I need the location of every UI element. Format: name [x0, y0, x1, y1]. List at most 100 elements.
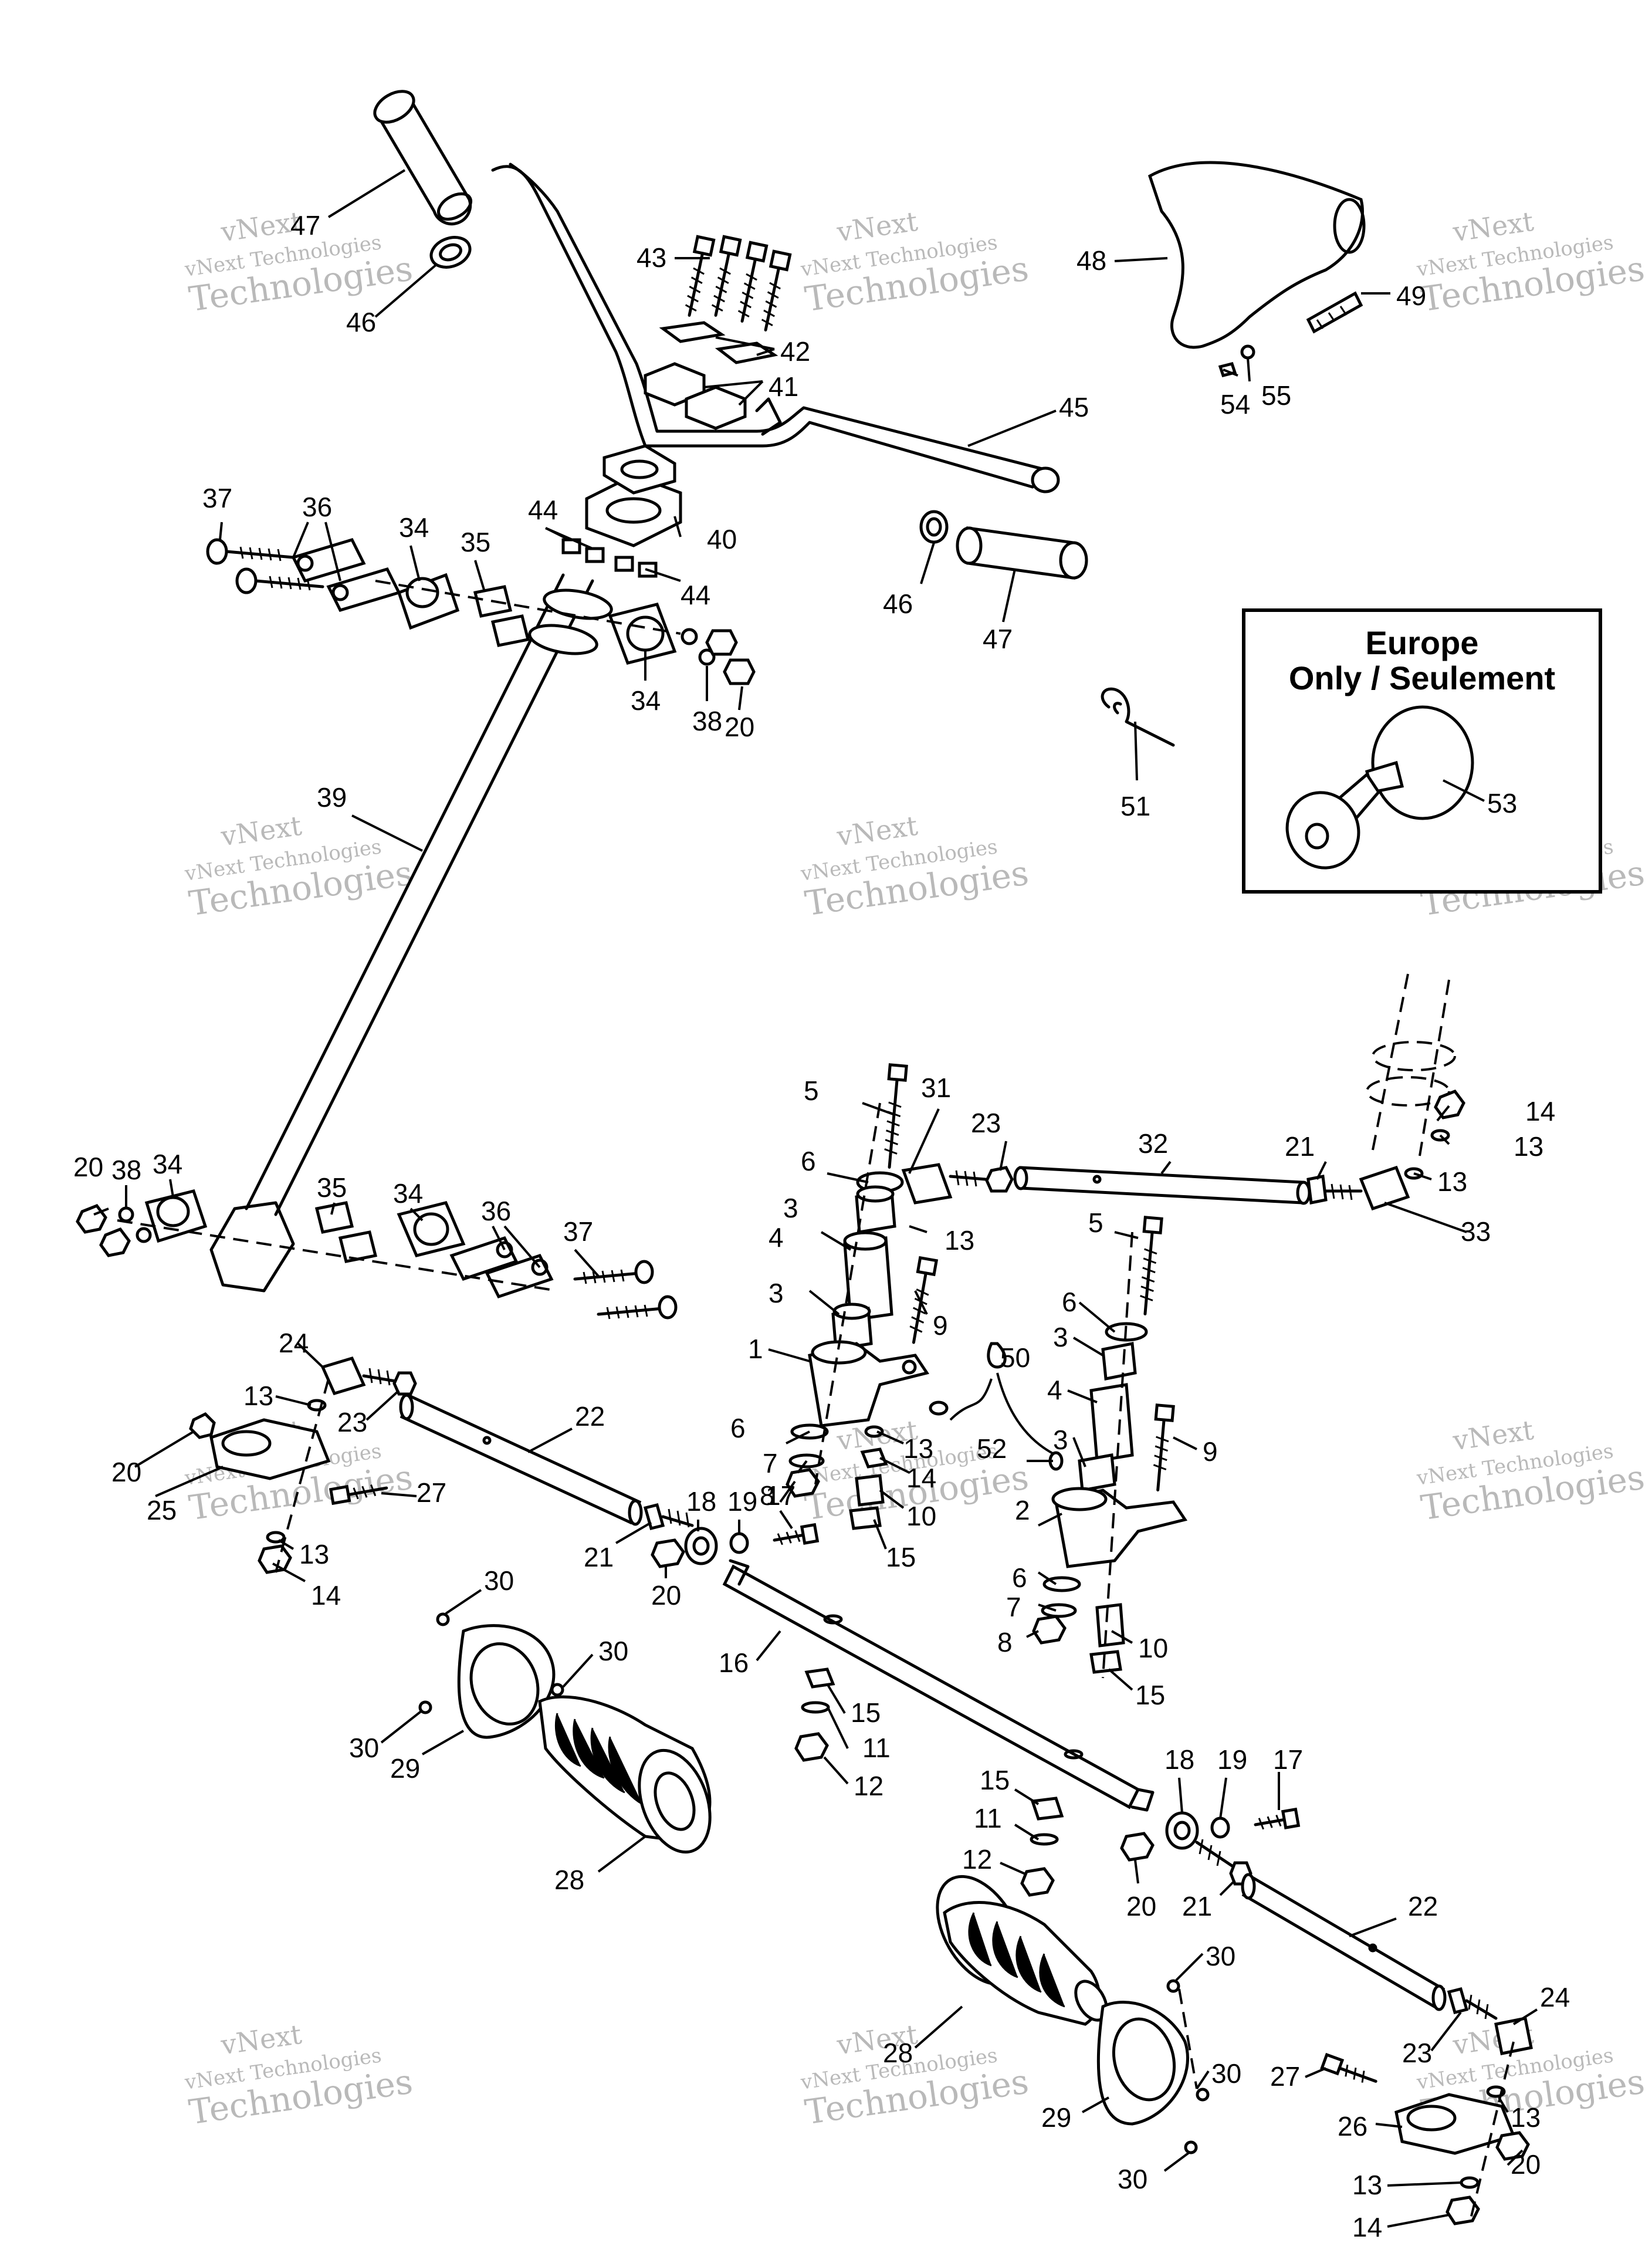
callout-label: 39	[317, 782, 347, 813]
steering-column-39	[209, 573, 613, 1293]
callout-label: 14	[906, 1463, 936, 1493]
callout-label: 16	[719, 1648, 749, 1678]
callout-label: 33	[1461, 1216, 1491, 1247]
clamp-bolts-43	[685, 235, 792, 331]
callout-label: 22	[575, 1401, 605, 1432]
callout-label: 19	[727, 1486, 757, 1517]
callout-label: 13	[1352, 2170, 1382, 2200]
callout-label: 21	[1182, 1891, 1212, 1922]
callout-label: 6	[730, 1413, 746, 1443]
callout-label: 13	[1511, 2102, 1541, 2133]
callout-label: 48	[1076, 245, 1106, 276]
callout-label: 21	[1285, 1131, 1315, 1162]
callout-label: 20	[1511, 2149, 1541, 2180]
callout-label: 35	[461, 527, 490, 557]
callout-label: 30	[349, 1733, 379, 1763]
callout-label: 6	[801, 1146, 816, 1176]
europe-inset: Europe Only / Seulement	[1242, 608, 1602, 894]
callout-label: 38	[111, 1155, 141, 1185]
watermarks: vNext vNext Technologies Technologies vN…	[183, 205, 1647, 2132]
callout-label: 49	[1396, 280, 1426, 311]
callout-label: 54	[1220, 389, 1250, 420]
callout-label: 27	[417, 1477, 446, 1508]
callout-label: 8	[760, 1480, 775, 1511]
boot-right	[936, 1875, 1210, 2154]
callout-label: 3	[1053, 1322, 1068, 1352]
watermark-line1: vNext	[218, 810, 304, 853]
callout-label: 27	[1270, 2061, 1300, 2092]
callout-label: 1	[748, 1334, 763, 1364]
callout-label: 34	[399, 512, 429, 543]
leader-lines	[93, 169, 1538, 2228]
callout-label: 40	[707, 524, 737, 554]
callout-label: 36	[481, 1196, 511, 1226]
callout-label: 44	[528, 495, 558, 525]
callout-label: 13	[1514, 1131, 1543, 1162]
callout-label: 3	[783, 1193, 798, 1223]
callout-label: 23	[971, 1108, 1001, 1138]
watermark-line1: vNext	[834, 810, 920, 853]
callout-label: 6	[1062, 1287, 1077, 1317]
callout-label: 3	[769, 1278, 784, 1308]
callout-label: 12	[854, 1771, 883, 1801]
callout-label: 14	[1352, 2212, 1382, 2242]
callout-label: 42	[780, 336, 810, 367]
callout-label: 20	[651, 1580, 681, 1611]
callout-label: 15	[851, 1697, 881, 1728]
right-ball-joint	[1320, 1987, 1533, 2225]
watermark: vNext vNext Technologies Technologies	[799, 810, 1031, 923]
inset-title-line2: Only / Seulement	[1289, 659, 1555, 696]
callout-labels: 47 46 43 42 41 45 48 49 54 55 37 36 34 3…	[73, 210, 1570, 2242]
callout-label: 8	[997, 1627, 1013, 1657]
callout-label: 35	[317, 1172, 347, 1203]
upper-linkage	[206, 538, 756, 685]
callout-label: 23	[1402, 2038, 1432, 2068]
watermark: vNext vNext Technologies Technologies	[1415, 205, 1647, 319]
clamp-plates-42	[659, 321, 778, 364]
callout-label: 29	[1041, 2102, 1071, 2133]
callout-label: 2	[1015, 1495, 1030, 1525]
callout-label: 14	[1525, 1096, 1555, 1126]
callout-label: 24	[279, 1328, 309, 1358]
right-tie-rod	[1120, 1807, 1447, 2011]
callout-label: 10	[906, 1501, 936, 1531]
callout-label: 15	[1135, 1680, 1165, 1710]
callout-label: 13	[243, 1381, 273, 1411]
watermark-line1: vNext	[834, 205, 920, 248]
boot-left	[418, 1612, 712, 1854]
callout-label: 20	[111, 1457, 141, 1487]
callout-label: 13	[1437, 1166, 1467, 1197]
handlebar-grip-right	[919, 510, 1088, 580]
callout-label: 20	[1126, 1891, 1156, 1922]
callout-label: 31	[921, 1073, 951, 1103]
callout-label: 13	[903, 1433, 933, 1464]
watermark: vNext vNext Technologies Technologies	[1415, 1414, 1647, 1528]
callout-label: 46	[346, 307, 376, 337]
left-tie-rod	[189, 1356, 694, 1574]
nuts-44	[561, 538, 658, 578]
callout-label: 21	[584, 1542, 614, 1572]
callout-label: 18	[686, 1486, 716, 1517]
callout-label: 55	[1261, 380, 1291, 411]
callout-label: 6	[1012, 1562, 1027, 1593]
callout-label: 37	[563, 1216, 593, 1247]
callout-label: 34	[393, 1178, 423, 1209]
right-pivot-2	[1032, 1216, 1188, 1679]
inset-title-line1: Europe	[1366, 624, 1479, 661]
callout-label: 29	[390, 1753, 420, 1784]
callout-label: 26	[1338, 2111, 1367, 2142]
callout-label: 18	[1164, 1744, 1194, 1775]
callout-label: 13	[945, 1225, 974, 1256]
cable-tie-51	[1101, 687, 1175, 747]
watermark: vNext vNext Technologies Technologies	[799, 205, 1031, 319]
callout-label: 7	[1006, 1592, 1021, 1622]
callout-label: 51	[1120, 791, 1150, 821]
callout-label: 7	[763, 1448, 778, 1479]
callout-label: 36	[302, 492, 332, 522]
callout-label: 14	[311, 1580, 341, 1611]
callout-label: 53	[1487, 788, 1517, 818]
callout-label: 13	[299, 1539, 329, 1569]
callout-label: 46	[883, 588, 913, 619]
bushing-46-top	[429, 236, 472, 269]
